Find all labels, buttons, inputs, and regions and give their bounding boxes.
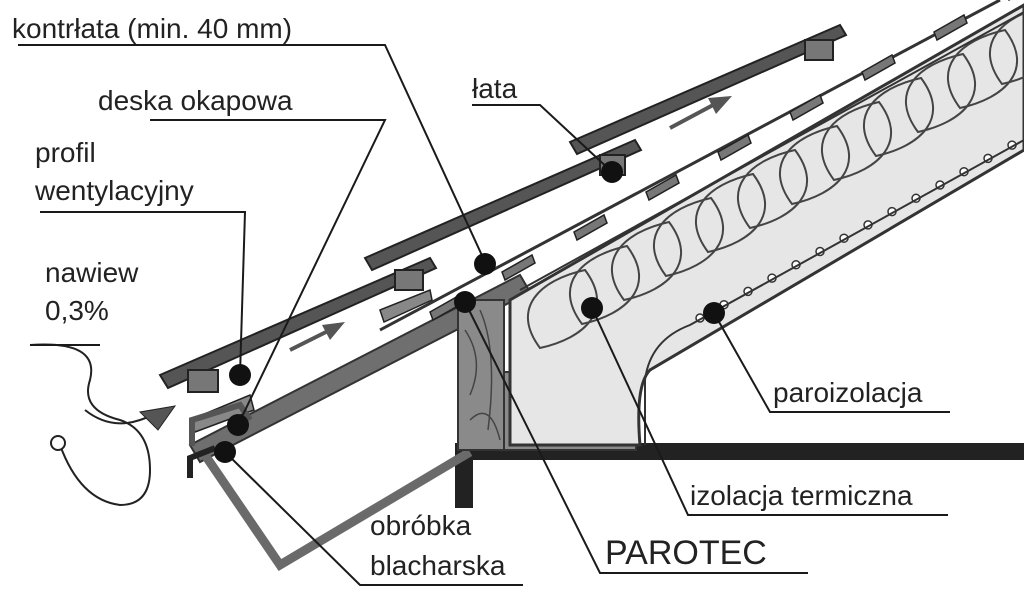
dot-obrobka (214, 441, 236, 463)
counter-batten-block (717, 133, 752, 162)
insulation-wave (989, 5, 1024, 86)
leader-dots (214, 161, 725, 463)
insulation-wave (821, 100, 892, 182)
counter-batten-block (645, 173, 680, 202)
tile-row-1 (158, 256, 438, 393)
leader-deska-okapowa (150, 119, 387, 426)
roof-tiles (158, 23, 848, 433)
leader-parotec (464, 301, 808, 574)
insulation-wave (611, 220, 682, 302)
label-lata: łata (472, 73, 518, 104)
leader-paroizolacja (713, 312, 950, 413)
vapour-barrier-line (644, 139, 1024, 445)
counter-batten-block (933, 13, 968, 42)
leader-lines (18, 44, 950, 586)
thermal-insulation (508, 3, 1024, 447)
label-parotec: PAROTEC (605, 534, 767, 572)
leader-kontrlata (18, 44, 486, 263)
label-profil-line2: wentylacyjny (34, 175, 194, 206)
counter-batten-block (501, 253, 536, 282)
insulation-wave (527, 268, 598, 350)
label-profil-line1: profil (35, 137, 96, 168)
label-paroizolacja: paroizolacja (773, 377, 923, 408)
leader-profil (40, 211, 247, 376)
insulation-wave (779, 124, 850, 206)
insulation-wave (653, 196, 724, 278)
labels: kontrłata (min. 40 mm) deska okapowa pro… (12, 13, 923, 581)
label-izolacja-termiczna: izolacja termiczna (690, 480, 913, 511)
airflow-arrow-top (669, 96, 732, 130)
label-deska-okapowa: deska okapowa (98, 85, 293, 116)
label-obrobka-line2: blacharska (370, 550, 506, 581)
leader-obrobka (224, 451, 523, 586)
label-kontrlata: kontrłata (min. 40 mm) (12, 13, 292, 44)
insulation-wave (863, 76, 934, 158)
dot-izolacja (581, 297, 603, 319)
leader-lata (472, 104, 613, 173)
insulation-wave (947, 28, 1018, 110)
counter-batten-block (789, 93, 824, 122)
label-nawiew-line1: nawiew (45, 257, 139, 288)
dot-paroizolacja (703, 302, 725, 324)
label-obrobka-line1: obróbka (370, 510, 472, 541)
dot-kontrlata (474, 253, 496, 275)
airflow-arrow-mid (289, 322, 345, 352)
dot-parotec (454, 291, 476, 313)
label-nawiew-line2: 0,3% (45, 295, 109, 326)
insulation-wave (569, 244, 640, 326)
airflow-inlet-arrow (29, 343, 152, 507)
sheet-metal-flashing (201, 448, 473, 572)
insulation-wave (695, 172, 766, 254)
airflow-arrows (29, 96, 732, 507)
dot-deska (227, 414, 249, 436)
counter-batten-block (573, 213, 608, 242)
dot-profil (229, 364, 251, 386)
dot-lata (601, 161, 623, 183)
insulation-wave (737, 148, 808, 230)
rafter-top-line (379, 0, 1024, 332)
leader-izolacja (591, 307, 948, 516)
tile-row-2 (363, 138, 643, 291)
insulation-wave (905, 52, 976, 134)
counter-batten-block (861, 53, 896, 82)
